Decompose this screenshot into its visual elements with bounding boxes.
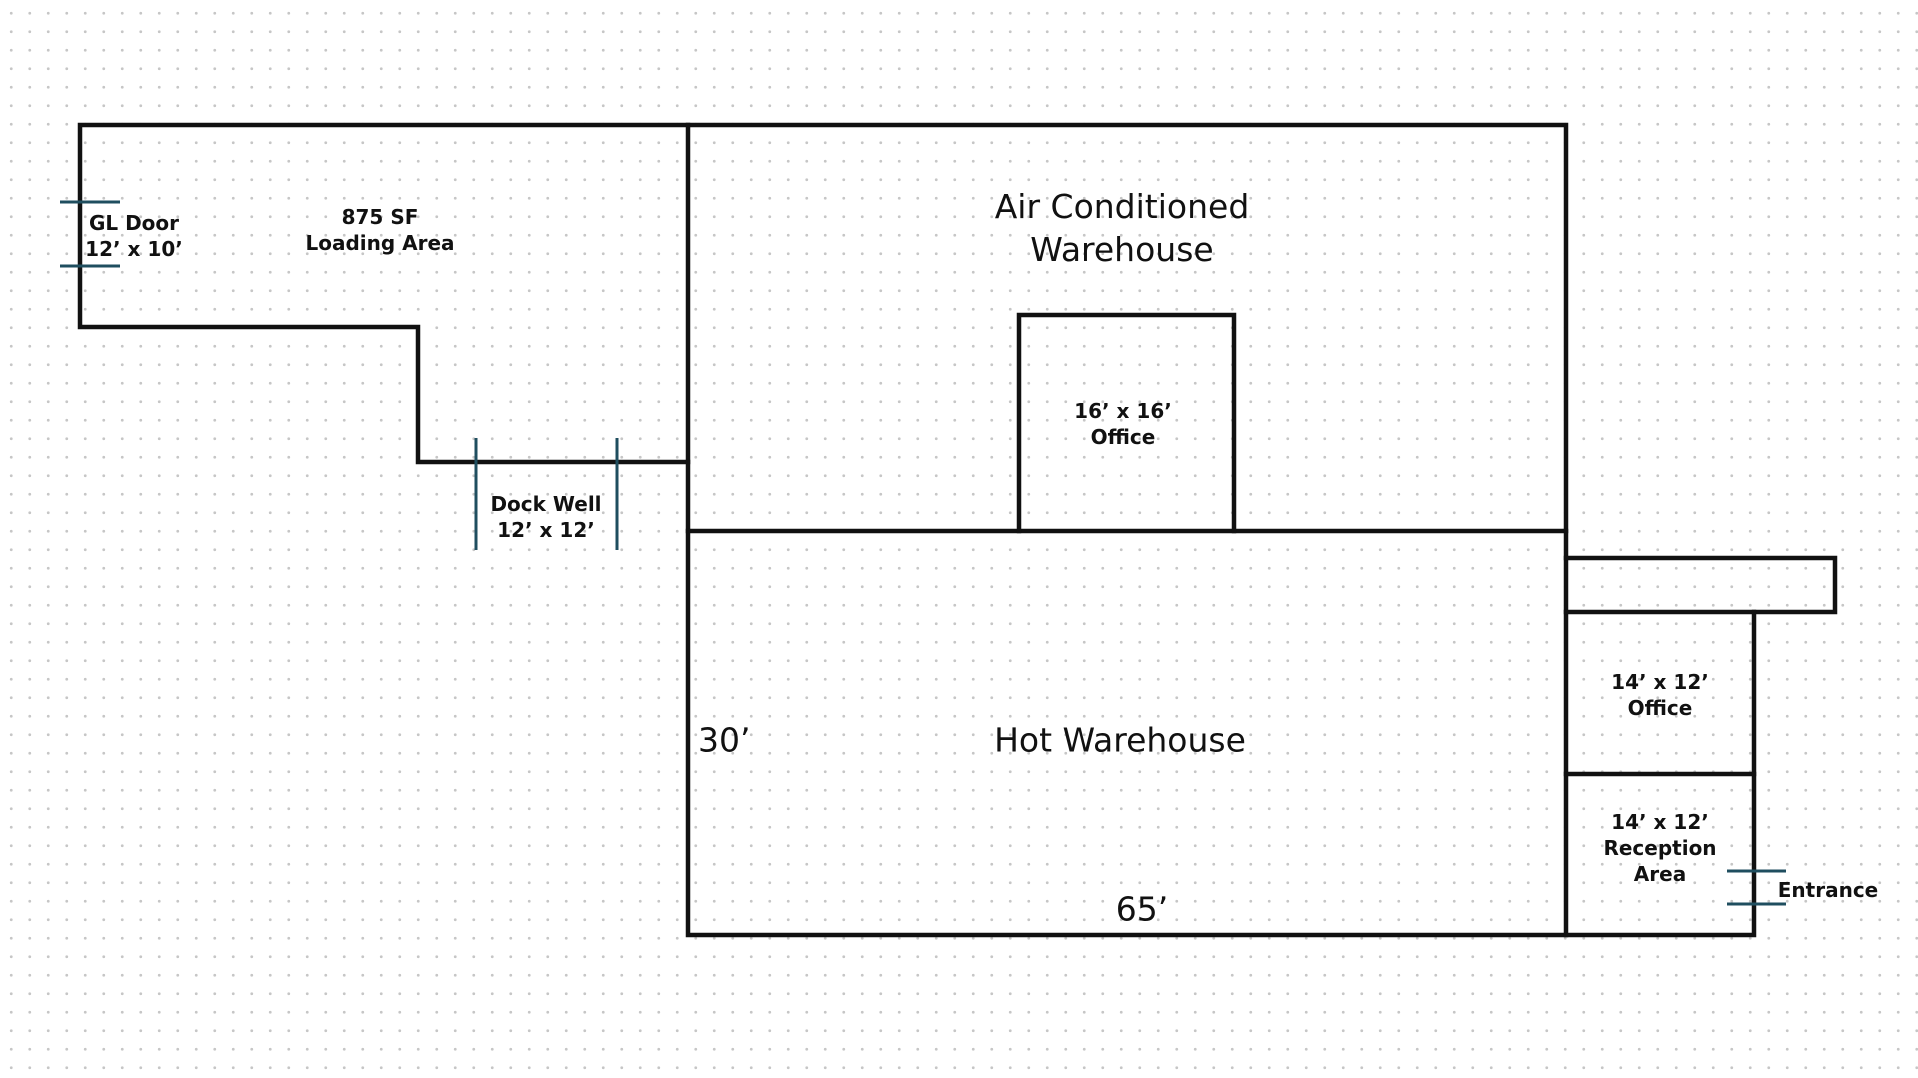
right-office-label: 14’ x 12’ Office bbox=[1611, 669, 1709, 721]
ac-warehouse-label: Air Conditioned Warehouse bbox=[995, 186, 1250, 272]
right-office-size: 14’ x 12’ bbox=[1611, 670, 1709, 694]
dimension-width-value: 65’ bbox=[1115, 889, 1169, 929]
canopy-walls bbox=[1563, 555, 1838, 615]
dimension-width-label: 65’ bbox=[1116, 889, 1168, 932]
gl-door-label-name: GL Door bbox=[88, 211, 180, 235]
entrance-label: Entrance bbox=[1778, 877, 1878, 903]
dimension-depth-label: 30’ bbox=[698, 720, 750, 763]
center-office-label: 16’ x 16’ Office bbox=[1074, 398, 1172, 450]
reception-name: Reception bbox=[1603, 836, 1717, 860]
reception-label: 14’ x 12’ Reception Area bbox=[1603, 809, 1716, 887]
hot-warehouse-name: Hot Warehouse bbox=[994, 720, 1246, 760]
loading-area-label: 875 SF Loading Area bbox=[305, 204, 454, 256]
ac-warehouse-label-line1: Air Conditioned bbox=[994, 187, 1250, 227]
dimension-depth-value: 30’ bbox=[698, 720, 751, 760]
dock-well-label: Dock Well 12’ x 12’ bbox=[490, 491, 601, 543]
loading-area-size: 875 SF bbox=[341, 205, 419, 229]
center-office-size: 16’ x 16’ bbox=[1074, 399, 1172, 423]
entrance-name: Entrance bbox=[1777, 878, 1879, 902]
gl-door-label: GL Door 12’ x 10’ bbox=[85, 210, 183, 262]
center-office-walls bbox=[1016, 312, 1237, 534]
dock-well-name: Dock Well bbox=[490, 492, 602, 516]
loading-area-walls bbox=[77, 122, 691, 465]
hot-warehouse-walls bbox=[685, 528, 1569, 938]
office-reception-walls bbox=[1563, 609, 1757, 938]
right-office-name: Office bbox=[1627, 696, 1693, 720]
ac-warehouse-label-line2: Warehouse bbox=[1030, 230, 1214, 269]
center-office-name: Office bbox=[1090, 425, 1156, 449]
reception-size: 14’ x 12’ bbox=[1611, 810, 1709, 834]
reception-name-line2: Area bbox=[1633, 862, 1687, 886]
loading-area-name: Loading Area bbox=[305, 231, 455, 255]
dock-well-size: 12’ x 12’ bbox=[497, 518, 595, 542]
hot-warehouse-label: Hot Warehouse bbox=[994, 720, 1246, 763]
gl-door-label-size: 12’ x 10’ bbox=[85, 237, 183, 261]
